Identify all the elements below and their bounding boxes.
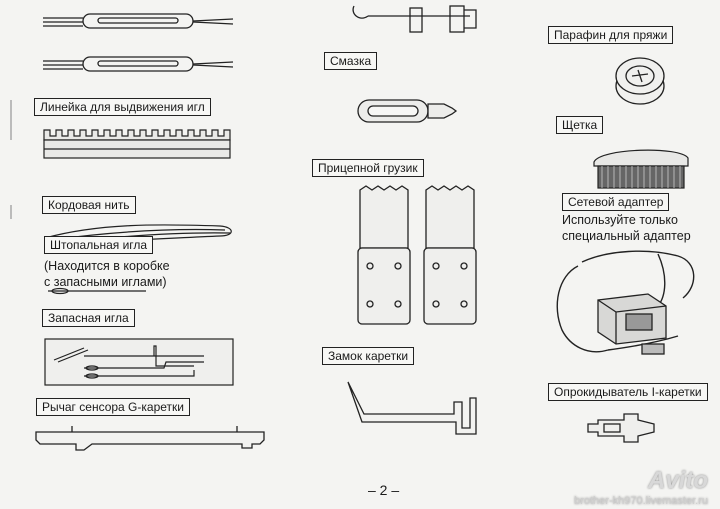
adapter-note-line1: Используйте только [562, 213, 678, 227]
clamp-illustration [352, 5, 477, 33]
label-needle-pusher: Линейка для выдвижения игл [34, 98, 211, 116]
scan-edge-mark [10, 100, 12, 140]
scan-edge-mark [10, 205, 12, 219]
needle-pusher-illustration [43, 129, 231, 159]
watermark-brand: Avito [648, 467, 708, 494]
spare-needle-illustration [44, 338, 234, 386]
claw-weight-illustration [357, 185, 477, 325]
label-carriage-lock: Замок каретки [322, 347, 415, 365]
label-g-carriage-lever: Рычаг сенсора G-каретки [36, 398, 190, 416]
paraffin-illustration [615, 57, 665, 105]
label-brush: Щетка [556, 116, 604, 134]
darning-needle-illustration [48, 287, 146, 295]
brush-illustration [593, 149, 689, 189]
g-carriage-lever-illustration [35, 426, 265, 451]
page-number: – 2 – [368, 482, 400, 498]
label-adapter: Сетевой адаптер [562, 193, 670, 211]
watermark-source: brother-kh970.livemaster.ru [574, 495, 708, 507]
label-lubricant: Смазка [324, 52, 378, 70]
transfer-tool-illustration [43, 13, 234, 72]
label-claw-weight: Прицепной грузик [312, 159, 424, 177]
adapter-note-line2: специальный адаптер [562, 229, 691, 243]
darning-note-line1: (Находится в коробке [44, 259, 170, 273]
label-darning-needle: Штопальная игла [44, 236, 154, 254]
label-spare-needle: Запасная игла [42, 309, 135, 327]
label-cord: Кордовая нить [42, 196, 136, 214]
label-i-carriage-tipper: Опрокидыватель I-каретки [548, 383, 708, 401]
label-paraffin: Парафин для пряжи [548, 26, 674, 44]
oil-can-illustration [357, 99, 458, 123]
darning-note-line2: с запасными иглами) [44, 275, 167, 289]
carriage-lock-illustration [347, 381, 477, 435]
i-carriage-tipper-illustration [587, 413, 655, 443]
power-adapter-illustration [556, 250, 695, 355]
